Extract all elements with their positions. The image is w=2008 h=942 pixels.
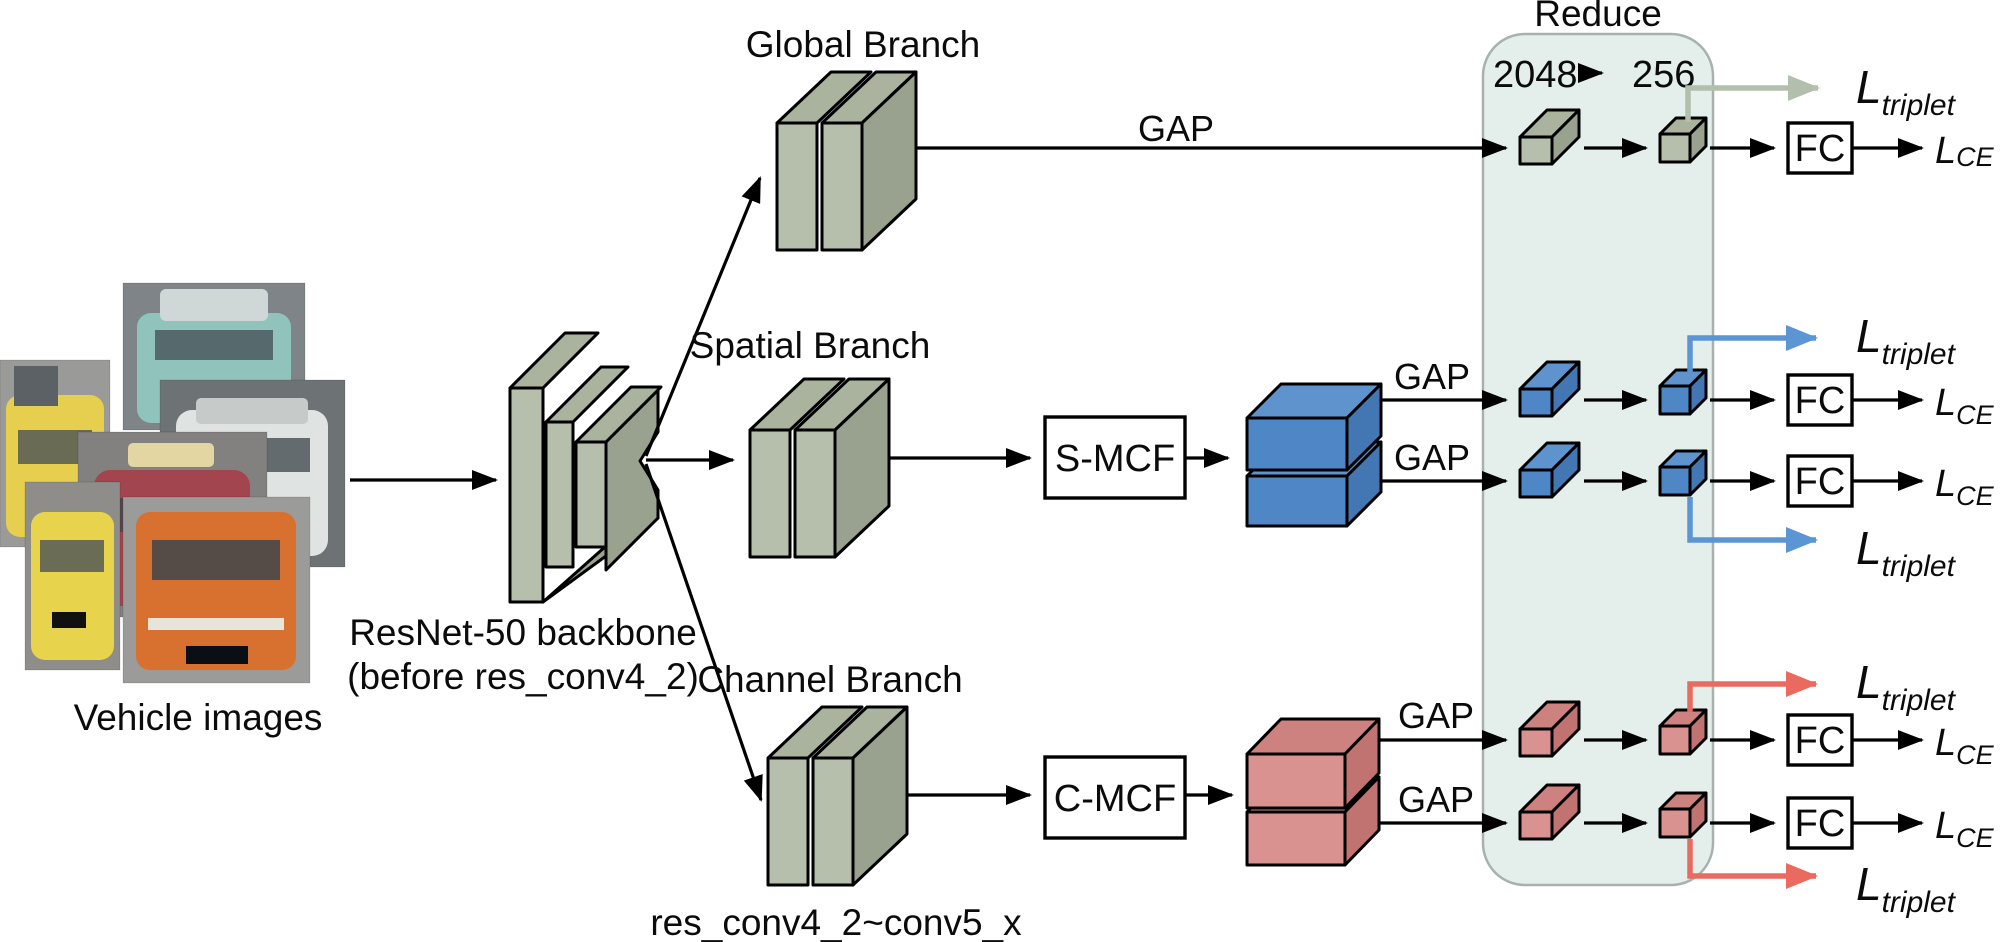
- global-branch-block: [775, 70, 918, 252]
- svg-text:FC: FC: [1795, 128, 1846, 170]
- arrow-to-global-branch: [644, 176, 762, 457]
- vehicle-image-stack: Vehicle images: [0, 282, 346, 738]
- spatial-feature-stack: [1245, 382, 1383, 528]
- reduce-panel: Reduce 2048 256: [1481, 0, 1715, 887]
- backbone-label-line1: ResNet-50 backbone: [349, 612, 697, 653]
- channel-branch-block: [766, 705, 909, 887]
- vehicle-photo-yellow-hatch: [24, 481, 121, 671]
- gap-label-spatial-bottom: GAP: [1394, 437, 1470, 478]
- arrow-triplet-spatial-bottom: [1687, 497, 1818, 553]
- reduce-dim-out: 256: [1632, 54, 1695, 96]
- loss-triplet-channel-bottom: Ltriplet: [1856, 858, 1957, 919]
- loss-triplet-channel-top: Ltriplet: [1856, 656, 1957, 717]
- reduce-title: Reduce: [1534, 0, 1662, 34]
- arrow-to-channel-branch: [644, 463, 763, 802]
- svg-text:FC: FC: [1795, 803, 1846, 845]
- svg-text:FC: FC: [1795, 461, 1846, 503]
- spatial-branch-block: [748, 377, 891, 559]
- gap-label-channel-top: GAP: [1398, 695, 1474, 736]
- loss-ce-spatial-top: LCE: [1935, 382, 1995, 430]
- fc-box-spatial-bottom: FC: [1786, 454, 1854, 508]
- channel-layers-label: res_conv4_2~conv5_x: [650, 902, 1022, 942]
- backbone-label: ResNet-50 backbone (before res_conv4_2): [347, 612, 699, 697]
- loss-triplet-spatial-top: Ltriplet: [1856, 310, 1957, 371]
- spatial-branch-label: Spatial Branch: [690, 325, 931, 366]
- resnet-backbone-block: [508, 331, 663, 604]
- loss-ce-spatial-bottom: LCE: [1935, 463, 1995, 511]
- gap-label-channel-bottom: GAP: [1398, 779, 1474, 820]
- channel-feature-stack: [1245, 717, 1381, 867]
- channel-branch-label: Channel Branch: [697, 659, 962, 700]
- cmcf-label: C-MCF: [1054, 778, 1176, 820]
- arrow-triplet-global: [1685, 75, 1820, 122]
- smcf-module: S-MCF: [1043, 415, 1187, 500]
- arrow-triplet-channel-top: [1687, 671, 1818, 712]
- svg-text:FC: FC: [1795, 380, 1846, 422]
- vehicle-images-label: Vehicle images: [74, 697, 323, 738]
- loss-triplet-global: Ltriplet: [1856, 61, 1957, 122]
- cmcf-module: C-MCF: [1043, 755, 1187, 840]
- loss-ce-global: LCE: [1935, 130, 1995, 172]
- reduce-row-channel-top: FC LCE Ltriplet: [1379, 656, 1995, 770]
- fc-box-spatial-top: FC: [1786, 373, 1854, 427]
- loss-ce-channel-bottom: LCE: [1935, 805, 1995, 853]
- fc-box-global: FC: [1786, 121, 1854, 175]
- gap-label-spatial-top: GAP: [1394, 356, 1470, 397]
- reduce-row-spatial-bottom: FC LCE Ltriplet: [1381, 441, 1995, 583]
- loss-triplet-spatial-bottom: Ltriplet: [1856, 522, 1957, 583]
- arrow-triplet-spatial-top: [1687, 325, 1818, 372]
- global-branch-label: Global Branch: [746, 24, 980, 65]
- reduce-row-spatial-top: FC LCE Ltriplet: [1381, 310, 1995, 430]
- reduce-row-global: FC LCE Ltriplet: [1518, 61, 1995, 175]
- smcf-label: S-MCF: [1055, 438, 1175, 480]
- gap-label-global: GAP: [1138, 108, 1214, 149]
- arrow-triplet-channel-bottom: [1687, 839, 1818, 889]
- reduce-row-channel-bottom: FC LCE Ltriplet: [1379, 783, 1995, 919]
- svg-text:FC: FC: [1795, 720, 1846, 762]
- fc-box-channel-top: FC: [1786, 713, 1854, 767]
- fc-box-channel-bottom: FC: [1786, 796, 1854, 850]
- loss-ce-channel-top: LCE: [1935, 722, 1995, 770]
- backbone-label-line2: (before res_conv4_2): [347, 656, 699, 697]
- vehicle-photo-orange-van: [122, 496, 311, 684]
- reduce-dim-in: 2048: [1493, 54, 1578, 96]
